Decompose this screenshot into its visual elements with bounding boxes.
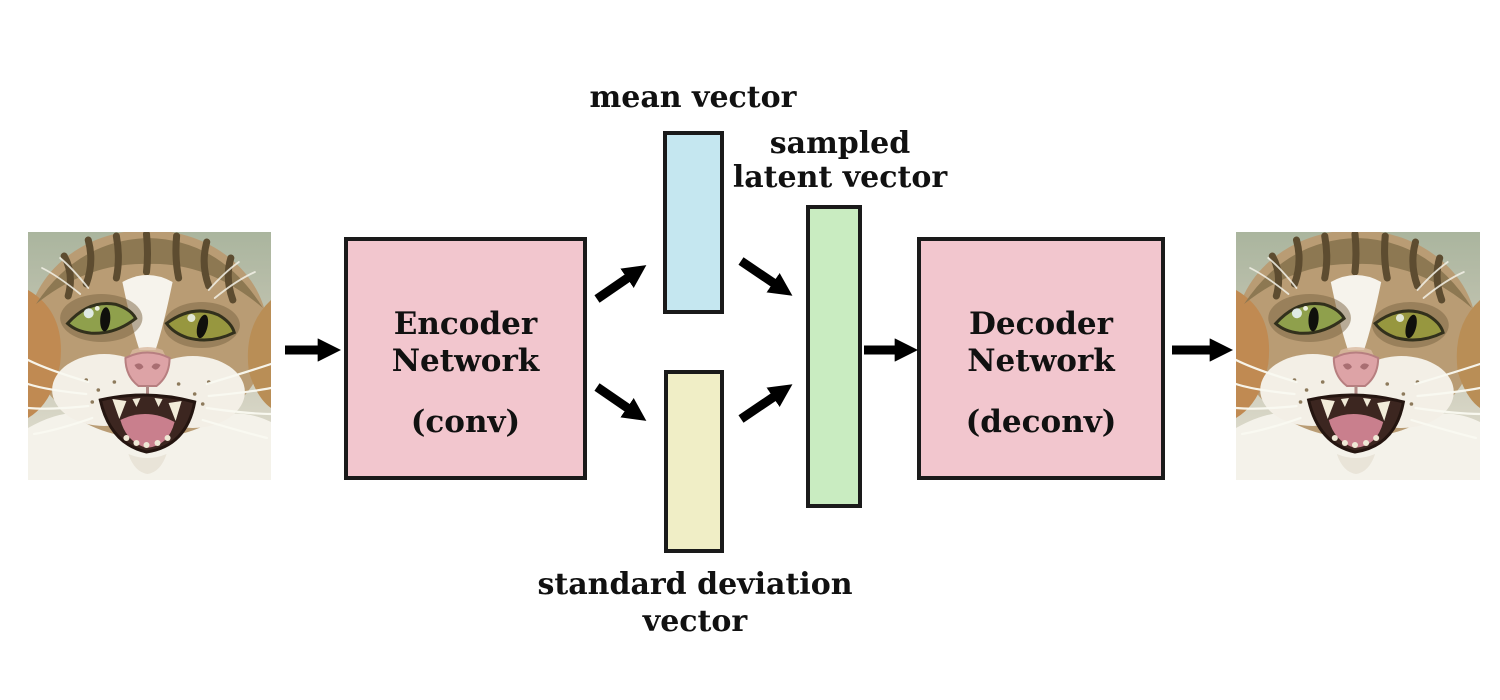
encoder-title-line2: Network — [391, 343, 540, 379]
decoder-network-box: Decoder Network (deconv) — [917, 237, 1165, 480]
encoder-subtitle: (conv) — [410, 404, 521, 440]
sampled-latent-vector-rect — [806, 205, 862, 508]
arrow-encoder-to-mean-icon — [594, 265, 647, 303]
arrow-encoder-to-std-icon — [594, 383, 647, 421]
std-deviation-vector-label: standard deviation vector — [515, 566, 875, 640]
encoder-network-box: Encoder Network (conv) — [344, 237, 587, 480]
decoder-title-line1: Decoder — [969, 306, 1113, 342]
mean-vector-label: mean vector — [543, 82, 843, 114]
arrow-mean-to-latent-icon — [738, 257, 793, 296]
input-cat-image — [28, 232, 271, 480]
std-deviation-vector-rect — [664, 370, 724, 553]
std-label-line1: standard deviation — [537, 567, 853, 602]
decoder-title-line2: Network — [967, 343, 1115, 379]
sampled-label-line2: latent vector — [732, 160, 948, 195]
sampled-latent-vector-label: sampled latent vector — [690, 127, 990, 195]
encoder-title-line1: Encoder — [393, 306, 538, 342]
arrow-std-to-latent-icon — [738, 384, 793, 423]
std-label-line2: vector — [642, 604, 748, 639]
decoder-subtitle: (deconv) — [965, 404, 1117, 440]
mean-vector-rect — [663, 131, 724, 314]
sampled-label-line1: sampled — [769, 126, 911, 161]
output-cat-image — [1236, 232, 1480, 480]
mean-vector-label-text: mean vector — [589, 80, 797, 115]
